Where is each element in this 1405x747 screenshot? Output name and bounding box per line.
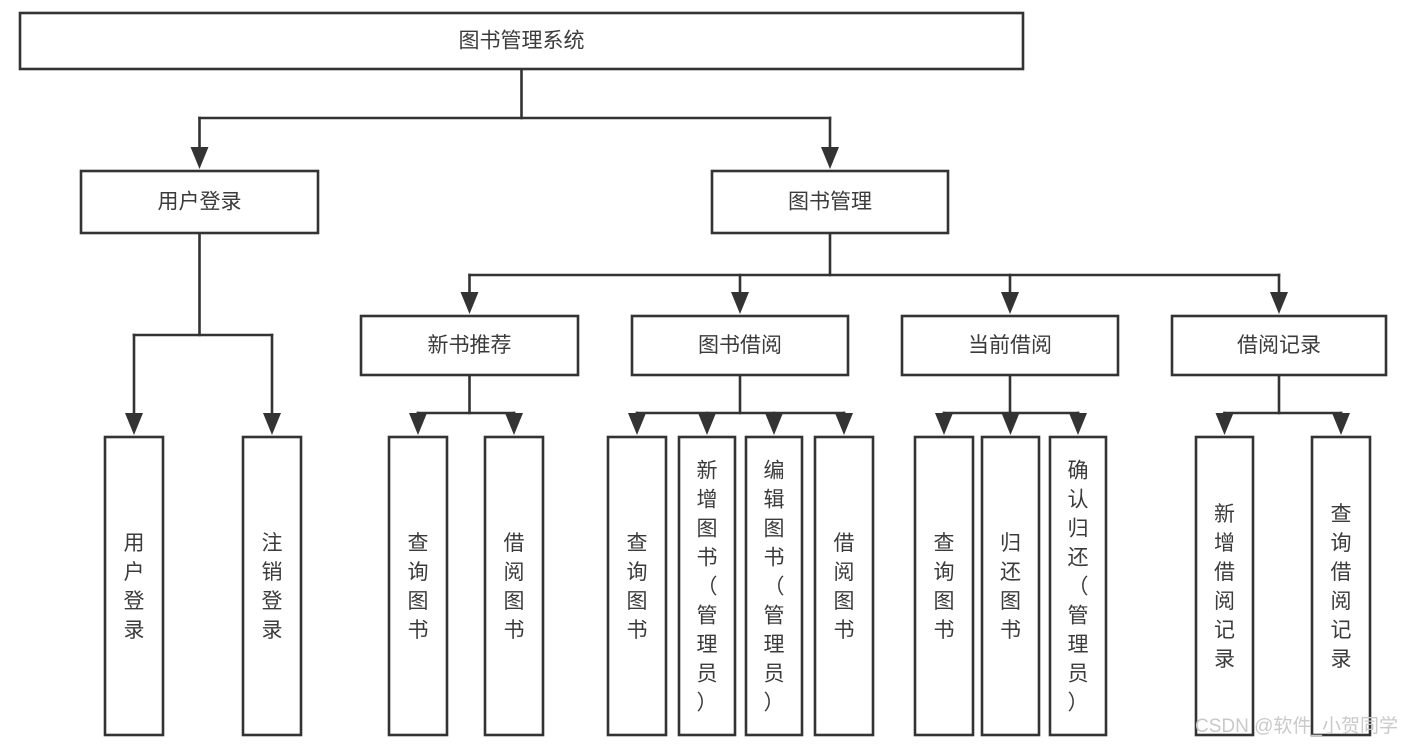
node-leaf-query-book-1-rect xyxy=(387,435,449,737)
node-leaf-edit-book-label: 编辑图书（管理员） xyxy=(764,460,785,715)
node-leaf-user-login-label: 用户登录 xyxy=(124,532,145,642)
node-leaf-logout[interactable]: 注销登录 xyxy=(241,435,303,737)
node-leaf-query-book-3[interactable]: 查询图书 xyxy=(913,435,975,737)
node-leaf-add-record[interactable]: 新增借阅记录 xyxy=(1194,435,1255,737)
arrowhead-icon xyxy=(1001,292,1019,314)
node-book-manage-rect xyxy=(710,169,950,235)
node-leaf-query-book-3-label: 查询图书 xyxy=(934,532,955,642)
node-leaf-add-book[interactable]: 新增图书（管理员） xyxy=(677,435,737,737)
node-current-borrow-label: 当前借阅 xyxy=(968,334,1052,357)
arrowhead-icon xyxy=(263,413,281,435)
node-leaf-query-book-2-label: 查询图书 xyxy=(627,532,648,642)
node-leaf-query-book-2-rect xyxy=(606,435,668,737)
arrowhead-icon xyxy=(1215,413,1234,435)
node-borrow-record-label: 借阅记录 xyxy=(1237,334,1321,357)
node-user-login-label: 用户登录 xyxy=(158,191,242,214)
node-leaf-query-record-label: 查询借阅记录 xyxy=(1331,503,1352,671)
arrowhead-icon xyxy=(1270,292,1288,314)
node-current-borrow[interactable]: 当前借阅 xyxy=(900,314,1120,377)
node-boxes: 图书管理系统用户登录图书管理新书推荐图书借阅当前借阅借阅记录用户登录注销登录查询… xyxy=(18,11,1388,737)
arrowhead-icon xyxy=(1001,413,1020,435)
arrowhead-icon xyxy=(505,413,523,435)
node-leaf-confirm-return-label: 确认归还（管理员） xyxy=(1068,460,1089,715)
node-new-book-rec-label: 新书推荐 xyxy=(428,334,512,357)
node-current-borrow-rect xyxy=(900,314,1120,377)
node-book-borrow[interactable]: 图书借阅 xyxy=(630,314,850,377)
node-leaf-borrow-book-1[interactable]: 借阅图书 xyxy=(483,435,545,737)
connector-edges xyxy=(125,67,1350,435)
arrowhead-icon xyxy=(460,292,479,314)
node-leaf-borrow-book-2-label: 借阅图书 xyxy=(834,532,855,642)
arrowhead-icon xyxy=(821,147,839,169)
node-root-system-rect xyxy=(18,11,1025,71)
node-leaf-borrow-book-1-label: 借阅图书 xyxy=(504,532,525,642)
arrowhead-icon xyxy=(190,147,209,169)
node-book-borrow-rect xyxy=(630,314,850,377)
node-book-manage[interactable]: 图书管理 xyxy=(710,169,950,235)
arrowhead-icon xyxy=(835,413,853,435)
node-leaf-return-book-rect xyxy=(980,435,1041,737)
node-leaf-add-book-label: 新增图书（管理员） xyxy=(697,460,718,715)
node-leaf-edit-book-rect xyxy=(744,435,804,737)
arrowhead-icon xyxy=(1332,413,1350,435)
node-new-book-rec-rect xyxy=(359,314,580,377)
node-book-manage-label: 图书管理 xyxy=(788,191,872,214)
arrowhead-icon xyxy=(628,413,646,435)
node-leaf-query-book-1[interactable]: 查询图书 xyxy=(387,435,449,737)
node-root-system[interactable]: 图书管理系统 xyxy=(18,11,1025,71)
arrowhead-icon xyxy=(409,413,427,435)
node-leaf-confirm-return[interactable]: 确认归还（管理员） xyxy=(1048,435,1108,737)
node-borrow-record[interactable]: 借阅记录 xyxy=(1170,314,1388,377)
node-leaf-query-record-rect xyxy=(1310,435,1372,737)
node-leaf-borrow-book-1-rect xyxy=(483,435,545,737)
node-leaf-query-record[interactable]: 查询借阅记录 xyxy=(1310,435,1372,737)
csdn-watermark: CSDN @软件_小贺同学 xyxy=(1195,715,1398,737)
node-leaf-edit-book[interactable]: 编辑图书（管理员） xyxy=(744,435,804,737)
node-leaf-return-book[interactable]: 归还图书 xyxy=(980,435,1041,737)
node-borrow-record-rect xyxy=(1170,314,1388,377)
node-leaf-add-record-rect xyxy=(1194,435,1255,737)
node-leaf-borrow-book-2-rect xyxy=(813,435,875,737)
node-book-borrow-label: 图书借阅 xyxy=(698,334,782,357)
node-leaf-add-book-rect xyxy=(677,435,737,737)
node-leaf-borrow-book-2[interactable]: 借阅图书 xyxy=(813,435,875,737)
node-leaf-return-book-label: 归还图书 xyxy=(1000,532,1021,642)
arrowhead-icon xyxy=(731,292,749,314)
arrowhead-icon xyxy=(698,413,716,435)
node-leaf-user-login-rect xyxy=(103,435,165,737)
node-leaf-query-book-2[interactable]: 查询图书 xyxy=(606,435,668,737)
arrowhead-icon xyxy=(1069,413,1087,435)
arrowhead-icon xyxy=(935,413,953,435)
node-leaf-query-book-3-rect xyxy=(913,435,975,737)
node-root-system-label: 图书管理系统 xyxy=(459,30,585,53)
node-leaf-confirm-return-rect xyxy=(1048,435,1108,737)
node-leaf-logout-label: 注销登录 xyxy=(262,532,283,642)
node-leaf-add-record-label: 新增借阅记录 xyxy=(1214,503,1235,671)
node-user-login[interactable]: 用户登录 xyxy=(79,169,320,235)
arrowhead-icon xyxy=(125,413,143,435)
node-leaf-logout-rect xyxy=(241,435,303,737)
node-new-book-rec[interactable]: 新书推荐 xyxy=(359,314,580,377)
node-leaf-query-book-1-label: 查询图书 xyxy=(408,532,429,642)
arrowhead-icon xyxy=(765,413,783,435)
node-leaf-user-login[interactable]: 用户登录 xyxy=(103,435,165,737)
node-user-login-rect xyxy=(79,169,320,235)
